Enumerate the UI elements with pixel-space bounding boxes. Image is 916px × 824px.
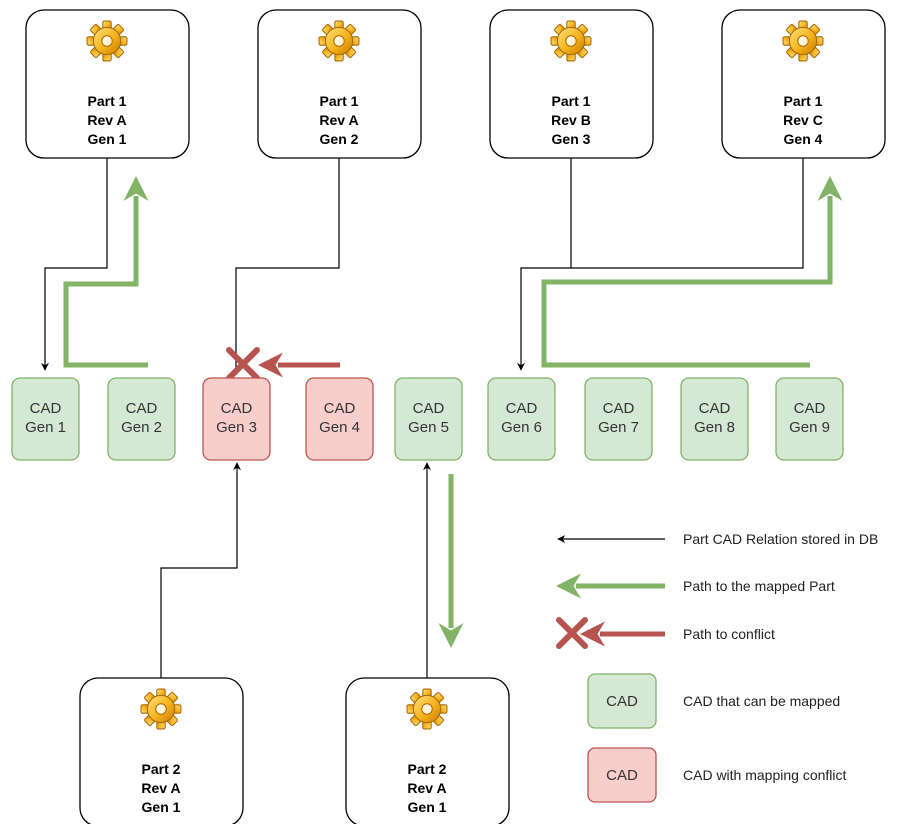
part-rev: Rev A <box>407 780 446 796</box>
relation-line <box>235 158 340 375</box>
cad-label: CAD <box>30 400 62 417</box>
cad-label: CAD <box>221 400 253 417</box>
part-rev: Rev A <box>141 780 180 796</box>
part-name: Part 2 <box>142 761 181 777</box>
part-rev: Rev A <box>87 112 126 128</box>
legend-label: CAD with mapping conflict <box>683 767 847 783</box>
legend-label: Path to conflict <box>683 626 775 642</box>
cad-box-conflict: CAD Gen 4 <box>305 377 374 461</box>
legend-label: CAD that can be mapped <box>683 693 840 709</box>
part-node: Part 2 Rev A Gen 1 <box>79 677 244 824</box>
legend: Part CAD Relation stored in DB Path to t… <box>556 531 878 803</box>
part-gen: Gen 1 <box>88 131 127 147</box>
relation-line <box>517 158 572 371</box>
gear-icon <box>406 688 448 730</box>
cad-label: CAD <box>324 400 356 417</box>
cad-gen: Gen 5 <box>408 419 449 436</box>
legend-box-label: CAD <box>606 767 638 784</box>
part-name: Part 1 <box>552 93 591 109</box>
legend-item-mapped: Path to the mapped Part <box>556 573 835 599</box>
cad-box: CAD Gen 5 <box>394 377 463 461</box>
part-name: Part 2 <box>408 761 447 777</box>
relation-line <box>41 158 108 371</box>
part-name: Part 1 <box>784 93 823 109</box>
cad-box: CAD Gen 1 <box>11 377 80 461</box>
gear-icon <box>86 20 128 62</box>
part-gen: Gen 4 <box>784 131 823 147</box>
gear-icon <box>782 20 824 62</box>
cad-gen: Gen 1 <box>25 419 66 436</box>
part-node: Part 1 Rev B Gen 3 <box>489 9 654 159</box>
cad-conflict-sample <box>587 747 657 803</box>
cad-label: CAD <box>603 400 635 417</box>
cad-gen: Gen 8 <box>694 419 735 436</box>
part-node: Part 1 Rev A Gen 2 <box>257 9 422 159</box>
cad-ok-sample <box>587 673 657 729</box>
part-node: Part 1 Rev A Gen 1 <box>25 9 190 159</box>
cad-box-conflict: CAD Gen 3 <box>202 377 271 461</box>
legend-label: Part CAD Relation stored in DB <box>683 531 878 547</box>
cad-box: CAD Gen 8 <box>680 377 749 461</box>
gear-icon <box>550 20 592 62</box>
gear-icon <box>140 688 182 730</box>
legend-item-cad-ok: CAD CAD that can be mapped <box>587 673 840 729</box>
cad-label: CAD <box>506 400 538 417</box>
mapped-path <box>63 176 149 368</box>
cad-box: CAD Gen 6 <box>487 377 556 461</box>
cad-gen: Gen 9 <box>789 419 830 436</box>
part-name: Part 1 <box>88 93 127 109</box>
legend-item-cad-conflict: CAD CAD with mapping conflict <box>587 747 847 803</box>
legend-item-conflict: Path to conflict <box>556 617 775 649</box>
mapped-path <box>541 176 843 368</box>
part-rev: Rev B <box>551 112 591 128</box>
legend-label: Path to the mapped Part <box>683 578 835 594</box>
part-gen: Gen 3 <box>552 131 591 147</box>
cad-gen: Gen 2 <box>121 419 162 436</box>
cad-label: CAD <box>126 400 158 417</box>
cad-gen: Gen 7 <box>598 419 639 436</box>
cad-box: CAD Gen 7 <box>584 377 653 461</box>
cad-label: CAD <box>699 400 731 417</box>
part-node: Part 2 Rev A Gen 1 <box>345 677 510 824</box>
conflict-x-icon <box>556 617 588 649</box>
part-node: Part 1 Rev C Gen 4 <box>721 9 886 159</box>
cad-gen: Gen 3 <box>216 419 257 436</box>
part-name: Part 1 <box>320 93 359 109</box>
part-rev: Rev A <box>319 112 358 128</box>
relation-line <box>571 158 804 269</box>
cad-gen: Gen 4 <box>319 419 360 436</box>
part-gen: Gen 2 <box>320 131 359 147</box>
legend-item-relation: Part CAD Relation stored in DB <box>557 531 878 547</box>
legend-box-label: CAD <box>606 693 638 710</box>
conflict-x-icon <box>226 347 260 381</box>
part-gen: Gen 1 <box>142 799 181 815</box>
cad-label: CAD <box>413 400 445 417</box>
relation-line <box>160 462 241 678</box>
cad-box: CAD Gen 2 <box>107 377 176 461</box>
part-rev: Rev C <box>783 112 823 128</box>
cad-gen: Gen 6 <box>501 419 542 436</box>
part-gen: Gen 1 <box>408 799 447 815</box>
cad-box: CAD Gen 9 <box>775 377 844 461</box>
gear-icon <box>318 20 360 62</box>
cad-label: CAD <box>794 400 826 417</box>
